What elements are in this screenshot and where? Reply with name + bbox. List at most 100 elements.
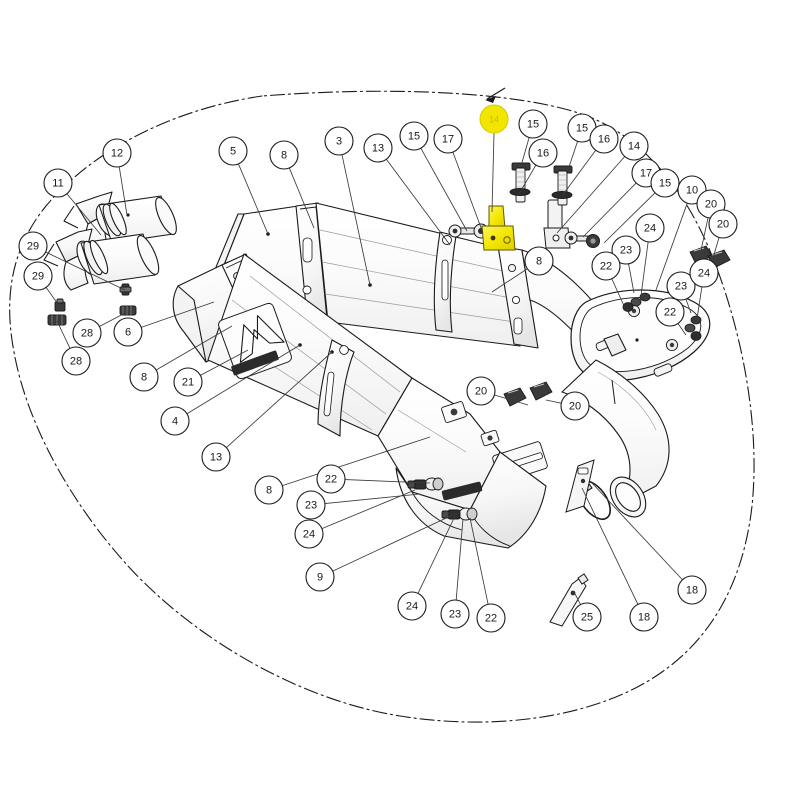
callout-label: 11 <box>52 178 63 190</box>
callout-label: 17 <box>640 168 652 180</box>
callout-8[interactable]: 8 <box>129 362 159 392</box>
callout-15[interactable]: 15 <box>567 113 597 143</box>
exit-fastener-set-a <box>407 477 444 491</box>
callout-24[interactable]: 24 <box>397 591 427 621</box>
callout-24[interactable]: 24 <box>294 519 324 549</box>
callout-circle <box>160 406 190 436</box>
sealant-tube <box>549 573 589 627</box>
callout-22[interactable]: 22 <box>591 251 621 281</box>
hex-bolt-a <box>509 162 531 203</box>
callout-15[interactable]: 15 <box>518 109 548 139</box>
callout-leader <box>518 164 537 195</box>
callout-leader <box>639 241 649 304</box>
callout-14[interactable]: 14 <box>619 131 649 161</box>
callout-17[interactable]: 17 <box>433 124 463 154</box>
mount-bracket-20c <box>503 387 527 407</box>
callout-circle <box>635 213 665 243</box>
callout-highlighted[interactable]: 14 <box>479 104 509 213</box>
washer-nut-stack-a <box>622 292 651 312</box>
callout-8[interactable]: 8 <box>269 140 299 170</box>
callout-circle <box>316 464 346 494</box>
callout-label: 13 <box>210 452 222 464</box>
callout-13[interactable]: 13 <box>363 133 393 163</box>
callout-label: 15 <box>659 178 671 190</box>
callout-label: 22 <box>485 613 497 625</box>
callout-20[interactable]: 20 <box>560 391 590 421</box>
callout-11[interactable]: 11 <box>43 168 73 198</box>
callout-15[interactable]: 15 <box>650 168 680 198</box>
callout-label: 15 <box>576 123 588 135</box>
callout-20[interactable]: 20 <box>708 209 738 239</box>
callout-circle <box>572 602 602 632</box>
callout-leader <box>238 163 269 235</box>
callout-circle <box>677 575 707 605</box>
callout-18[interactable]: 18 <box>629 602 659 632</box>
callout-label: 20 <box>475 386 487 398</box>
callout-24[interactable]: 24 <box>689 258 719 288</box>
callout-leader <box>556 156 626 234</box>
callout-16[interactable]: 16 <box>589 124 619 154</box>
callout-21[interactable]: 21 <box>173 367 203 397</box>
callout-8[interactable]: 8 <box>524 246 554 276</box>
callout-23[interactable]: 23 <box>611 235 641 265</box>
grommet-28b <box>47 314 67 326</box>
callout-leader <box>282 436 431 487</box>
callout-29[interactable]: 29 <box>23 261 53 291</box>
callout-circle <box>254 475 284 505</box>
callout-22[interactable]: 22 <box>476 603 506 633</box>
callout-5[interactable]: 5 <box>218 136 248 166</box>
callout-28[interactable]: 28 <box>61 346 91 376</box>
callout-circle <box>294 519 324 549</box>
callout-label: 15 <box>408 131 420 143</box>
callout-label: 29 <box>27 241 39 253</box>
callout-9[interactable]: 9 <box>305 562 335 592</box>
callout-22[interactable]: 22 <box>316 464 346 494</box>
callout-circle <box>528 138 558 168</box>
callout-4[interactable]: 4 <box>160 406 190 436</box>
callout-circle <box>655 297 685 327</box>
callout-20[interactable]: 20 <box>466 376 496 406</box>
callout-23[interactable]: 23 <box>666 271 696 301</box>
bracket-highlighted <box>481 205 516 251</box>
callout-circle <box>619 131 649 161</box>
callout-leader <box>118 166 128 216</box>
callout-label: 24 <box>644 223 656 235</box>
callout-3[interactable]: 3 <box>324 126 354 156</box>
callout-leader <box>591 482 683 581</box>
callout-23[interactable]: 23 <box>440 599 470 629</box>
callout-23[interactable]: 23 <box>296 490 326 520</box>
callout-6[interactable]: 6 <box>113 317 143 347</box>
callout-label: 17 <box>442 134 454 146</box>
callout-circle <box>324 126 354 156</box>
callout-circle <box>466 376 496 406</box>
callout-leader <box>324 493 421 505</box>
callout-leader <box>677 323 687 336</box>
callout-leader <box>45 287 61 308</box>
callout-22[interactable]: 22 <box>655 297 685 327</box>
callout-16[interactable]: 16 <box>528 138 558 168</box>
callout-label: 23 <box>675 281 687 293</box>
callout-13[interactable]: 13 <box>201 442 231 472</box>
callout-label: 8 <box>141 372 147 384</box>
boundary-pointer-arrow <box>485 87 506 103</box>
callout-28[interactable]: 28 <box>72 318 102 348</box>
grommet-29a <box>119 283 132 296</box>
callout-label: 9 <box>317 572 323 584</box>
callout-label: 23 <box>620 245 632 257</box>
callout-label: 6 <box>125 327 131 339</box>
callout-label: 24 <box>698 268 710 280</box>
callout-8[interactable]: 8 <box>254 475 284 505</box>
callout-12[interactable]: 12 <box>102 138 132 168</box>
callout-leader <box>341 154 371 286</box>
callout-circle <box>363 133 393 163</box>
callout-label: 23 <box>305 500 317 512</box>
callout-29[interactable]: 29 <box>18 231 48 261</box>
callout-18[interactable]: 18 <box>677 575 707 605</box>
callout-24[interactable]: 24 <box>635 213 665 243</box>
callout-15[interactable]: 15 <box>399 121 429 151</box>
callout-leader <box>573 591 581 605</box>
callout-25[interactable]: 25 <box>572 602 602 632</box>
callout-label: 12 <box>111 148 123 160</box>
callout-leader <box>628 263 635 294</box>
callout-label: 28 <box>81 328 93 340</box>
